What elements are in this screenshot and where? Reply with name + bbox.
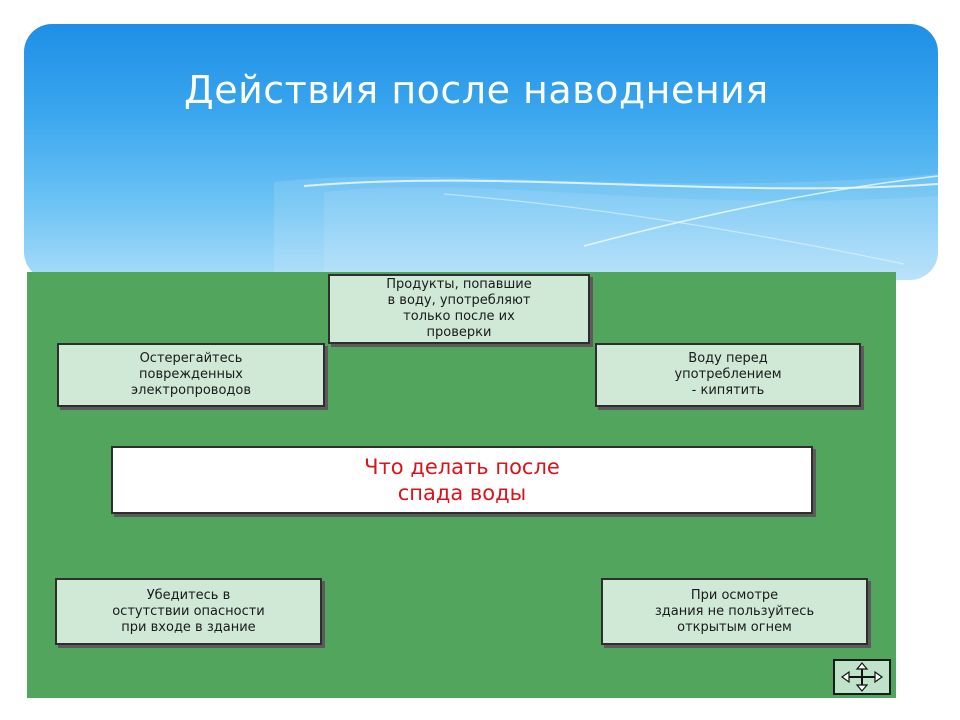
four-way-arrow-icon bbox=[840, 662, 884, 692]
slide-title: Действия после наводнения bbox=[184, 68, 769, 112]
tip-boil-water: Воду перед употреблением - кипятить bbox=[595, 343, 861, 407]
tip-no-open-fire: При осмотре здания не пользуйтесь открыт… bbox=[601, 578, 868, 645]
navigation-button[interactable] bbox=[833, 659, 891, 695]
tip-damaged-wires: Остерегайтесь поврежденных электропровод… bbox=[57, 343, 325, 407]
wave-decoration bbox=[274, 174, 938, 280]
header-banner: Действия после наводнения bbox=[24, 24, 938, 280]
tip-food-check: Продукты, попавшие в воду, употребляют т… bbox=[328, 274, 590, 344]
tip-building-safety: Убедитесь в остутствии опасности при вхо… bbox=[55, 578, 322, 645]
center-topic: Что делать после спада воды bbox=[111, 446, 813, 514]
